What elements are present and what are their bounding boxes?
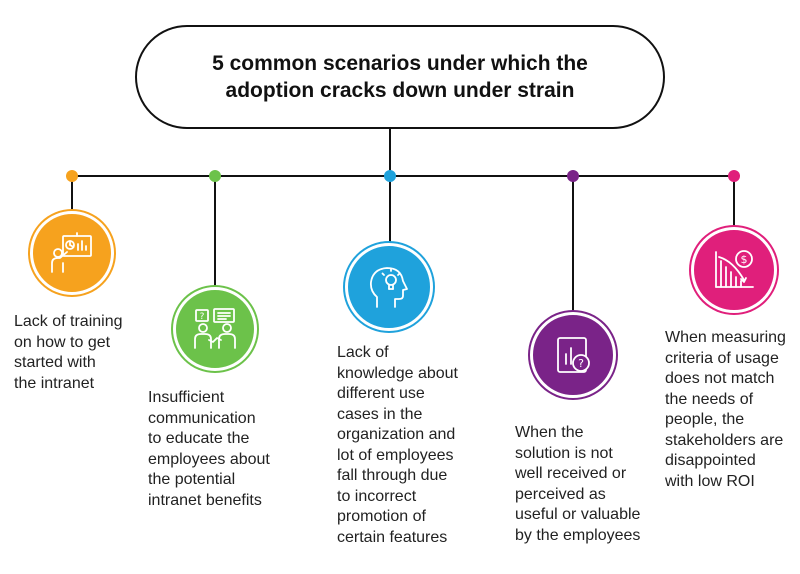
- presentation-icon: [51, 232, 92, 273]
- node-dot-1: [66, 170, 78, 182]
- scenario-2-icon-circle: ?: [173, 287, 257, 371]
- svg-text:$: $: [741, 253, 748, 266]
- scenario-3-text: Lack of knowledge about different use ca…: [337, 344, 458, 546]
- title-box: 5 common scenarios under which the adopt…: [135, 25, 665, 129]
- scenario-5-icon-circle: $: [691, 227, 777, 313]
- svg-text:?: ?: [200, 312, 205, 322]
- svg-text:?: ?: [578, 357, 584, 370]
- diagram-title: 5 common scenarios under which the adopt…: [212, 52, 588, 102]
- node-dot-4: [567, 170, 579, 182]
- scenario-2-text: Insufficient communication to educate th…: [148, 389, 270, 509]
- scenario-1-text: Lack of training on how to get started w…: [14, 313, 123, 392]
- node-dot-2: [209, 170, 221, 182]
- scenario-4-text: When the solution is not well received o…: [515, 424, 641, 544]
- scenario-1-icon-circle: [30, 211, 114, 295]
- declining-roi-icon: $: [715, 250, 754, 288]
- scenario-3-icon-circle: [345, 243, 433, 331]
- scenario-5-text: When measuring criteria of usage does no…: [665, 329, 786, 490]
- node-dot-3: [384, 170, 396, 182]
- discussion-icon: ?: [194, 308, 236, 349]
- head-lightbulb-icon: [369, 267, 408, 308]
- scenario-4-icon-circle: ?: [530, 312, 616, 398]
- node-dot-5: [728, 170, 740, 182]
- chart-question-icon: ?: [557, 337, 590, 373]
